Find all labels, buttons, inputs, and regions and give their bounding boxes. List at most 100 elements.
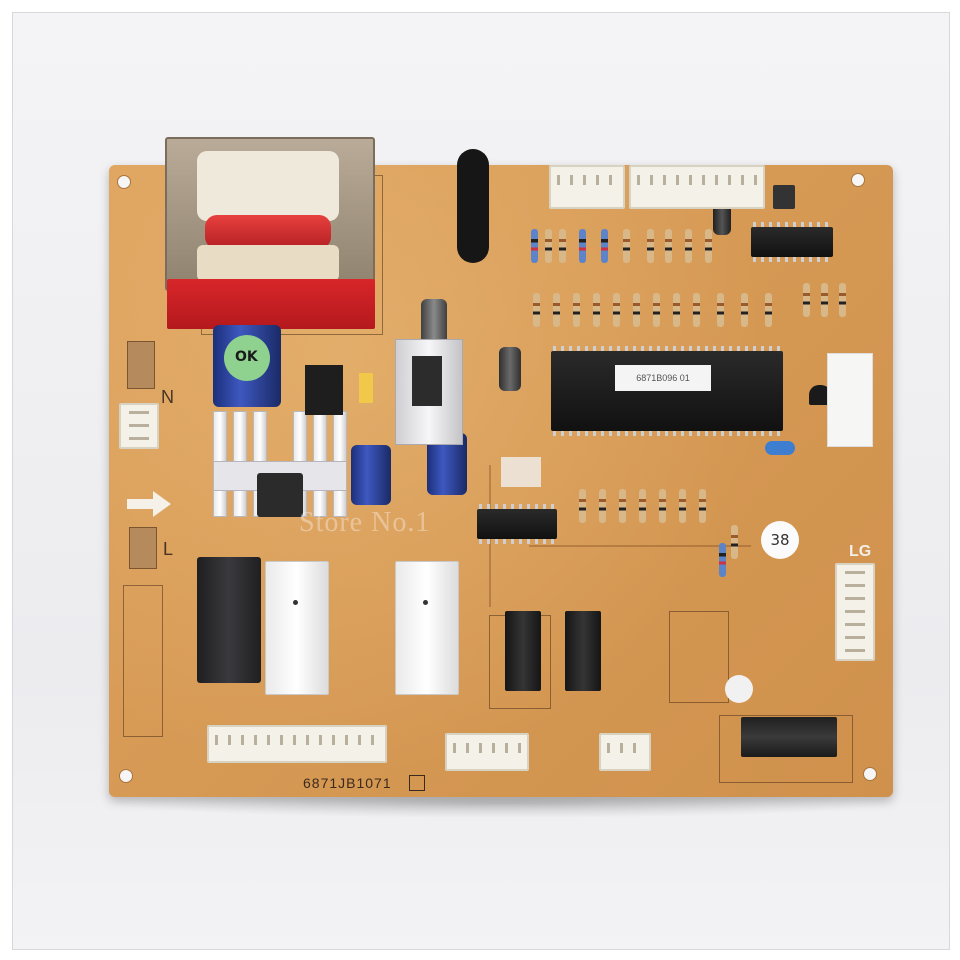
- resistor: [601, 229, 608, 263]
- resistor: [765, 293, 772, 327]
- resistor: [553, 293, 560, 327]
- resistor: [579, 489, 586, 523]
- product-photo: OK 6871B096 01: [12, 12, 950, 950]
- line-label: L: [163, 539, 174, 559]
- arrow-icon-shaft: [127, 499, 155, 509]
- terminal-line: [129, 527, 157, 569]
- resistor: [717, 293, 724, 327]
- relay-white: [395, 561, 459, 695]
- silkscreen-checkbox: [409, 775, 425, 791]
- electrolytic-capacitor-large: OK: [213, 325, 281, 407]
- electrolytic-capacitor: [351, 445, 391, 505]
- resistor: [839, 283, 846, 317]
- resistor: [613, 293, 620, 327]
- resistor: [647, 229, 654, 263]
- connector-pins: [129, 411, 149, 441]
- transistor: [412, 356, 442, 406]
- transformer-bobbin: [197, 151, 339, 221]
- arrow-icon-head: [153, 491, 171, 517]
- resistor: [619, 489, 626, 523]
- transformer-bobbin: [197, 245, 339, 281]
- resistor: [685, 229, 692, 263]
- resistor: [599, 489, 606, 523]
- ferrite-choke: [457, 149, 489, 263]
- arrow-icon: [127, 491, 171, 517]
- mounting-hole: [851, 173, 865, 187]
- capacitor-marking: OK: [235, 349, 258, 365]
- resistor: [673, 293, 680, 327]
- mounting-hole: [119, 769, 133, 783]
- resistor: [633, 293, 640, 327]
- neutral-label: N: [161, 387, 174, 407]
- connector-pins: [845, 571, 865, 653]
- connector: [599, 733, 651, 771]
- silkscreen-outline: [123, 585, 163, 737]
- small-relay: [505, 611, 541, 691]
- resistor: [573, 293, 580, 327]
- white-sticker: [827, 353, 873, 447]
- heatsink: [213, 411, 347, 519]
- connector-pins: [607, 743, 643, 753]
- board-part-number: 6871JB1071: [303, 775, 392, 791]
- small-relay: [565, 611, 601, 691]
- transistor: [809, 385, 831, 405]
- resistor: [699, 489, 706, 523]
- relay-black: [197, 557, 261, 683]
- mounting-hole: [863, 767, 877, 781]
- connector: [549, 165, 625, 209]
- ic-chip: [751, 222, 833, 262]
- small-heatsink: [395, 339, 463, 445]
- resistor: [579, 229, 586, 263]
- relay-marker: [293, 600, 298, 605]
- ic-chip: [477, 504, 557, 544]
- mcu-label: 6871B096 01: [615, 365, 711, 391]
- watermark: Store No.1: [299, 507, 431, 538]
- ceramic-capacitor: [765, 441, 795, 455]
- power-transformer: [165, 137, 377, 333]
- thermistor: [725, 675, 753, 703]
- silkscreen-outline: [719, 715, 853, 783]
- resistor: [679, 489, 686, 523]
- resistor: [623, 229, 630, 263]
- silkscreen-outline: [669, 611, 729, 703]
- brand-mark: LG: [849, 543, 872, 560]
- capacitor-sleeve: [224, 335, 270, 381]
- tact-switch: [773, 185, 795, 209]
- resistor: [593, 293, 600, 327]
- resistor: [659, 489, 666, 523]
- fuse: [359, 373, 373, 403]
- resistor: [719, 543, 726, 577]
- resistor: [531, 229, 538, 263]
- transformer-base: [167, 279, 375, 329]
- silkscreen-block: [501, 457, 541, 487]
- trace: [529, 545, 751, 547]
- pin-header: [305, 365, 343, 415]
- relay-white: [265, 561, 329, 695]
- electrolytic-capacitor-small: [499, 347, 521, 391]
- resistor: [705, 229, 712, 263]
- resistor: [653, 293, 660, 327]
- resistor: [545, 229, 552, 263]
- resistor: [821, 283, 828, 317]
- resistor: [741, 293, 748, 327]
- number-sticker: 38: [761, 521, 799, 559]
- resistor: [803, 283, 810, 317]
- microcontroller: 6871B096 01: [551, 346, 783, 436]
- resistor: [731, 525, 738, 559]
- transformer-coil: [205, 215, 331, 249]
- resistor: [533, 293, 540, 327]
- relay-marker: [423, 600, 428, 605]
- connector: [835, 563, 875, 661]
- connector: [207, 725, 387, 763]
- resistor: [639, 489, 646, 523]
- connector-pins: [557, 175, 617, 185]
- connector: [445, 733, 529, 771]
- connector: [629, 165, 765, 209]
- resistor: [559, 229, 566, 263]
- small-relay: [741, 717, 837, 757]
- voltage-regulator: [257, 473, 303, 517]
- terminal-neutral: [127, 341, 155, 389]
- resistor: [665, 229, 672, 263]
- connector-pins: [453, 743, 521, 753]
- resistor: [693, 293, 700, 327]
